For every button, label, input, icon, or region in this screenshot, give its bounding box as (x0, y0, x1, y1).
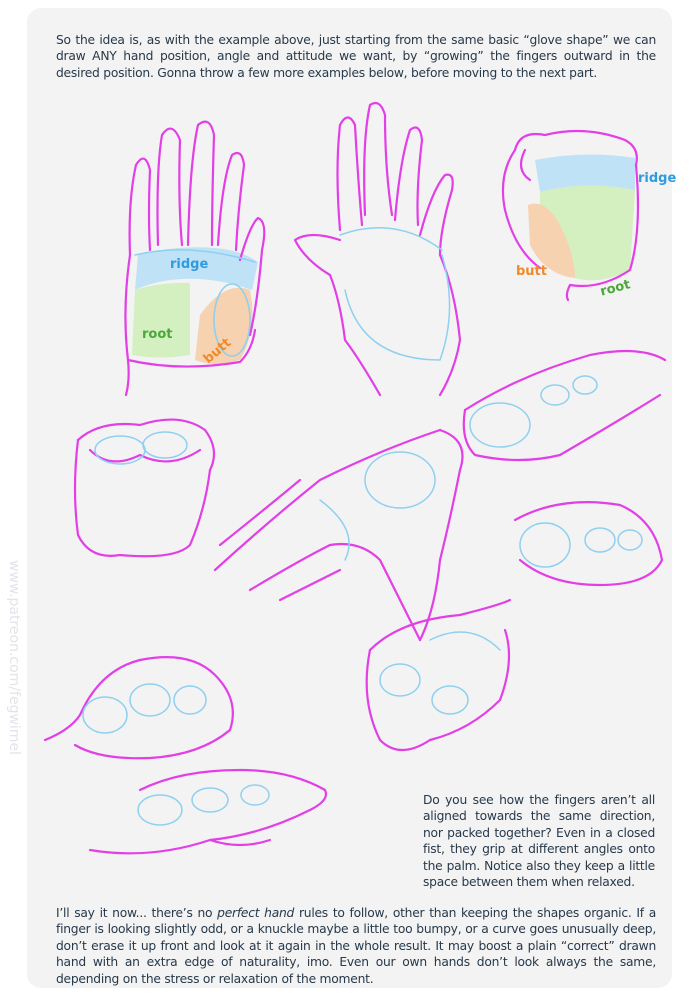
hand-sketch-fist-left (73, 418, 216, 558)
hand-sketch-relaxed (88, 768, 328, 855)
hand-sketch-palm-zones: ridge root butt (124, 120, 266, 397)
hand-sketch-grasp (365, 598, 512, 752)
label-ridge-2: ridge (638, 171, 676, 186)
fingers-note: Do you see how the fingers aren’t all al… (423, 793, 655, 890)
label-ridge: ridge (170, 257, 208, 272)
hand-sketch-fist-zones: ridge butt root (501, 129, 676, 302)
hand-sketch-back (293, 101, 462, 397)
hand-sketch-hand-right (462, 349, 667, 462)
outro-paragraph: I’ll say it now... there’s no perfect ha… (56, 905, 656, 987)
hand-sketch-side-right (513, 501, 664, 587)
label-root-2: root (599, 277, 632, 299)
intro-paragraph: So the idea is, as with the example abov… (56, 33, 656, 80)
label-butt-2: butt (516, 264, 547, 279)
label-root: root (142, 327, 173, 342)
hand-sketch-reaching (213, 428, 464, 642)
hand-sketch-fist-bottom (43, 656, 234, 760)
outro-emphasis: perfect hand (217, 906, 295, 920)
outro-text-end: rules to follow, other than keeping the … (56, 906, 656, 986)
outro-text-start: I’ll say it now... there’s no (56, 906, 218, 920)
